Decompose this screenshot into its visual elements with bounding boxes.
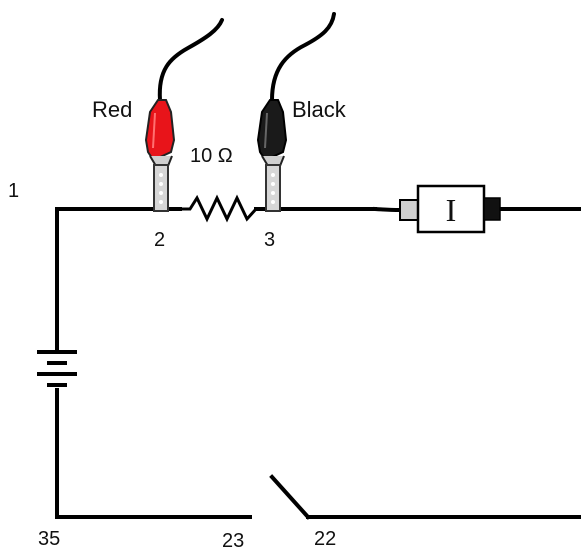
red-clip-label: Red <box>92 97 132 122</box>
circuit-wires <box>55 206 581 520</box>
black-clip-highlight <box>264 112 268 149</box>
node-label-35: 35 <box>38 528 60 548</box>
black-clip-label: Black <box>292 97 347 122</box>
node-label-2: 2 <box>154 229 165 251</box>
node-label-1: 1 <box>8 180 19 202</box>
red-clip <box>144 18 224 212</box>
node-label-22: 22 <box>314 528 336 548</box>
current-meter: I <box>399 184 501 234</box>
red-probe-mark-3 <box>159 191 163 195</box>
resistor-label: 10 Ω <box>190 145 233 167</box>
red-probe-mark-1 <box>159 173 163 177</box>
meter-symbol: I <box>446 192 457 228</box>
red-clip-cable <box>157 18 224 102</box>
black-probe-mark-3 <box>271 191 275 195</box>
black-clip-probe <box>265 164 281 212</box>
black-probe-mark-4 <box>271 200 275 204</box>
node-label-23: 23 <box>222 530 244 548</box>
red-clip-highlight <box>152 112 156 149</box>
red-clip-body <box>144 99 176 159</box>
black-probe-mark-1 <box>271 173 275 177</box>
resistor-zigzag <box>180 194 258 223</box>
wire-meter-lead <box>372 206 403 213</box>
black-clip <box>256 12 336 212</box>
battery-symbol <box>37 333 77 387</box>
black-clip-probe-marks <box>271 173 275 204</box>
node-label-3: 3 <box>264 229 275 251</box>
red-probe-mark-4 <box>159 200 163 204</box>
switch-blade <box>269 474 311 520</box>
red-probe-mark-2 <box>159 182 163 186</box>
red-clip-probe <box>153 164 169 212</box>
red-clip-probe-marks <box>159 173 163 204</box>
meter-right-tip <box>483 197 501 221</box>
meter-body <box>416 184 486 234</box>
black-clip-body <box>256 99 288 159</box>
black-clip-cable <box>270 12 336 102</box>
black-probe-mark-2 <box>271 182 275 186</box>
